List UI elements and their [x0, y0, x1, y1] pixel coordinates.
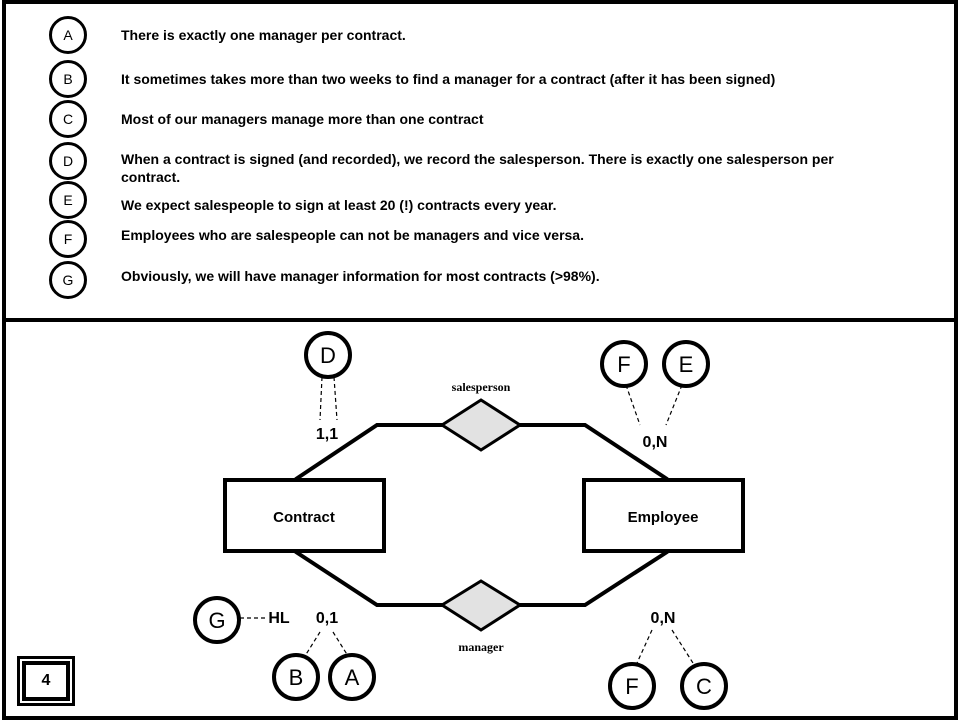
page-number: 4: [17, 656, 75, 706]
rule-text-a: There is exactly one manager per contrac…: [121, 27, 406, 43]
rule-text-b: It sometimes takes more than two weeks t…: [121, 71, 776, 87]
page-number-text: 4: [41, 672, 51, 689]
cardinality-employee-salesperson: 0,N: [643, 434, 668, 451]
rule-text-d: When a contract is signed (and recorded)…: [121, 151, 834, 185]
salesperson-label: salesperson: [452, 380, 511, 394]
rule-badge-b: B: [49, 60, 87, 98]
rule-letter: B: [63, 71, 73, 87]
rule-letter: A: [63, 27, 73, 43]
tag-f-bottom: F: [608, 662, 656, 710]
rule-text-e: We expect salespeople to sign at least 2…: [121, 197, 557, 213]
rule-badge-g: G: [49, 261, 87, 299]
contract-salesperson-line: [294, 423, 444, 481]
tag-letter: F: [617, 352, 630, 377]
rule-badge-a: A: [49, 16, 87, 54]
cardinality-employee-manager: 0,N: [651, 610, 676, 627]
salesperson-diamond: [439, 398, 523, 452]
employee-entity-label: Employee: [628, 509, 699, 526]
tag-letter: B: [289, 665, 304, 690]
tag-letter: F: [625, 674, 638, 699]
history-label: HL: [268, 610, 290, 627]
rule-letter: D: [62, 153, 74, 169]
rules-panel: A There is exactly one manager per contr…: [2, 0, 958, 322]
manager-diamond: [439, 579, 523, 632]
tag-letter: A: [345, 665, 360, 690]
tag-b: B: [272, 653, 320, 701]
rule-badge-e: E: [49, 181, 87, 219]
rule-text-g: Obviously, we will have manager informat…: [121, 268, 600, 284]
rule-letter: G: [62, 272, 74, 288]
rule-badge-f: F: [49, 220, 87, 258]
diagram-panel: [2, 318, 958, 720]
employee-manager-line: [518, 550, 669, 607]
rule-letter: F: [63, 231, 73, 247]
tag-f-top: F: [600, 340, 648, 388]
tag-d: D: [304, 331, 352, 379]
tag-e: E: [662, 340, 710, 388]
relationship-lines: [294, 423, 669, 607]
tag-g: G: [193, 596, 241, 644]
contract-entity-label: Contract: [273, 509, 335, 526]
tag-letter: G: [208, 608, 225, 633]
rule-text-c: Most of our managers manage more than on…: [121, 111, 484, 127]
contract-entity: [223, 478, 386, 553]
rule-badge-d: D: [49, 142, 87, 180]
tag-letter: E: [679, 352, 694, 377]
rule-text-f: Employees who are salespeople can not be…: [121, 227, 584, 243]
tag-c: C: [680, 662, 728, 710]
employee-entity: [582, 478, 745, 553]
tag-connectors: [240, 376, 694, 664]
employee-salesperson-line: [518, 423, 669, 481]
rule-badge-c: C: [49, 100, 87, 138]
cardinality-contract-manager: 0,1: [316, 610, 338, 627]
rule-letter: C: [62, 111, 74, 127]
tag-a: A: [328, 653, 376, 701]
tag-letter: C: [696, 674, 712, 699]
manager-label: manager: [458, 640, 504, 654]
contract-manager-line: [294, 550, 444, 607]
rule-letter: E: [63, 192, 73, 208]
tag-letter: D: [320, 343, 336, 368]
cardinality-contract-salesperson: 1,1: [316, 426, 338, 443]
